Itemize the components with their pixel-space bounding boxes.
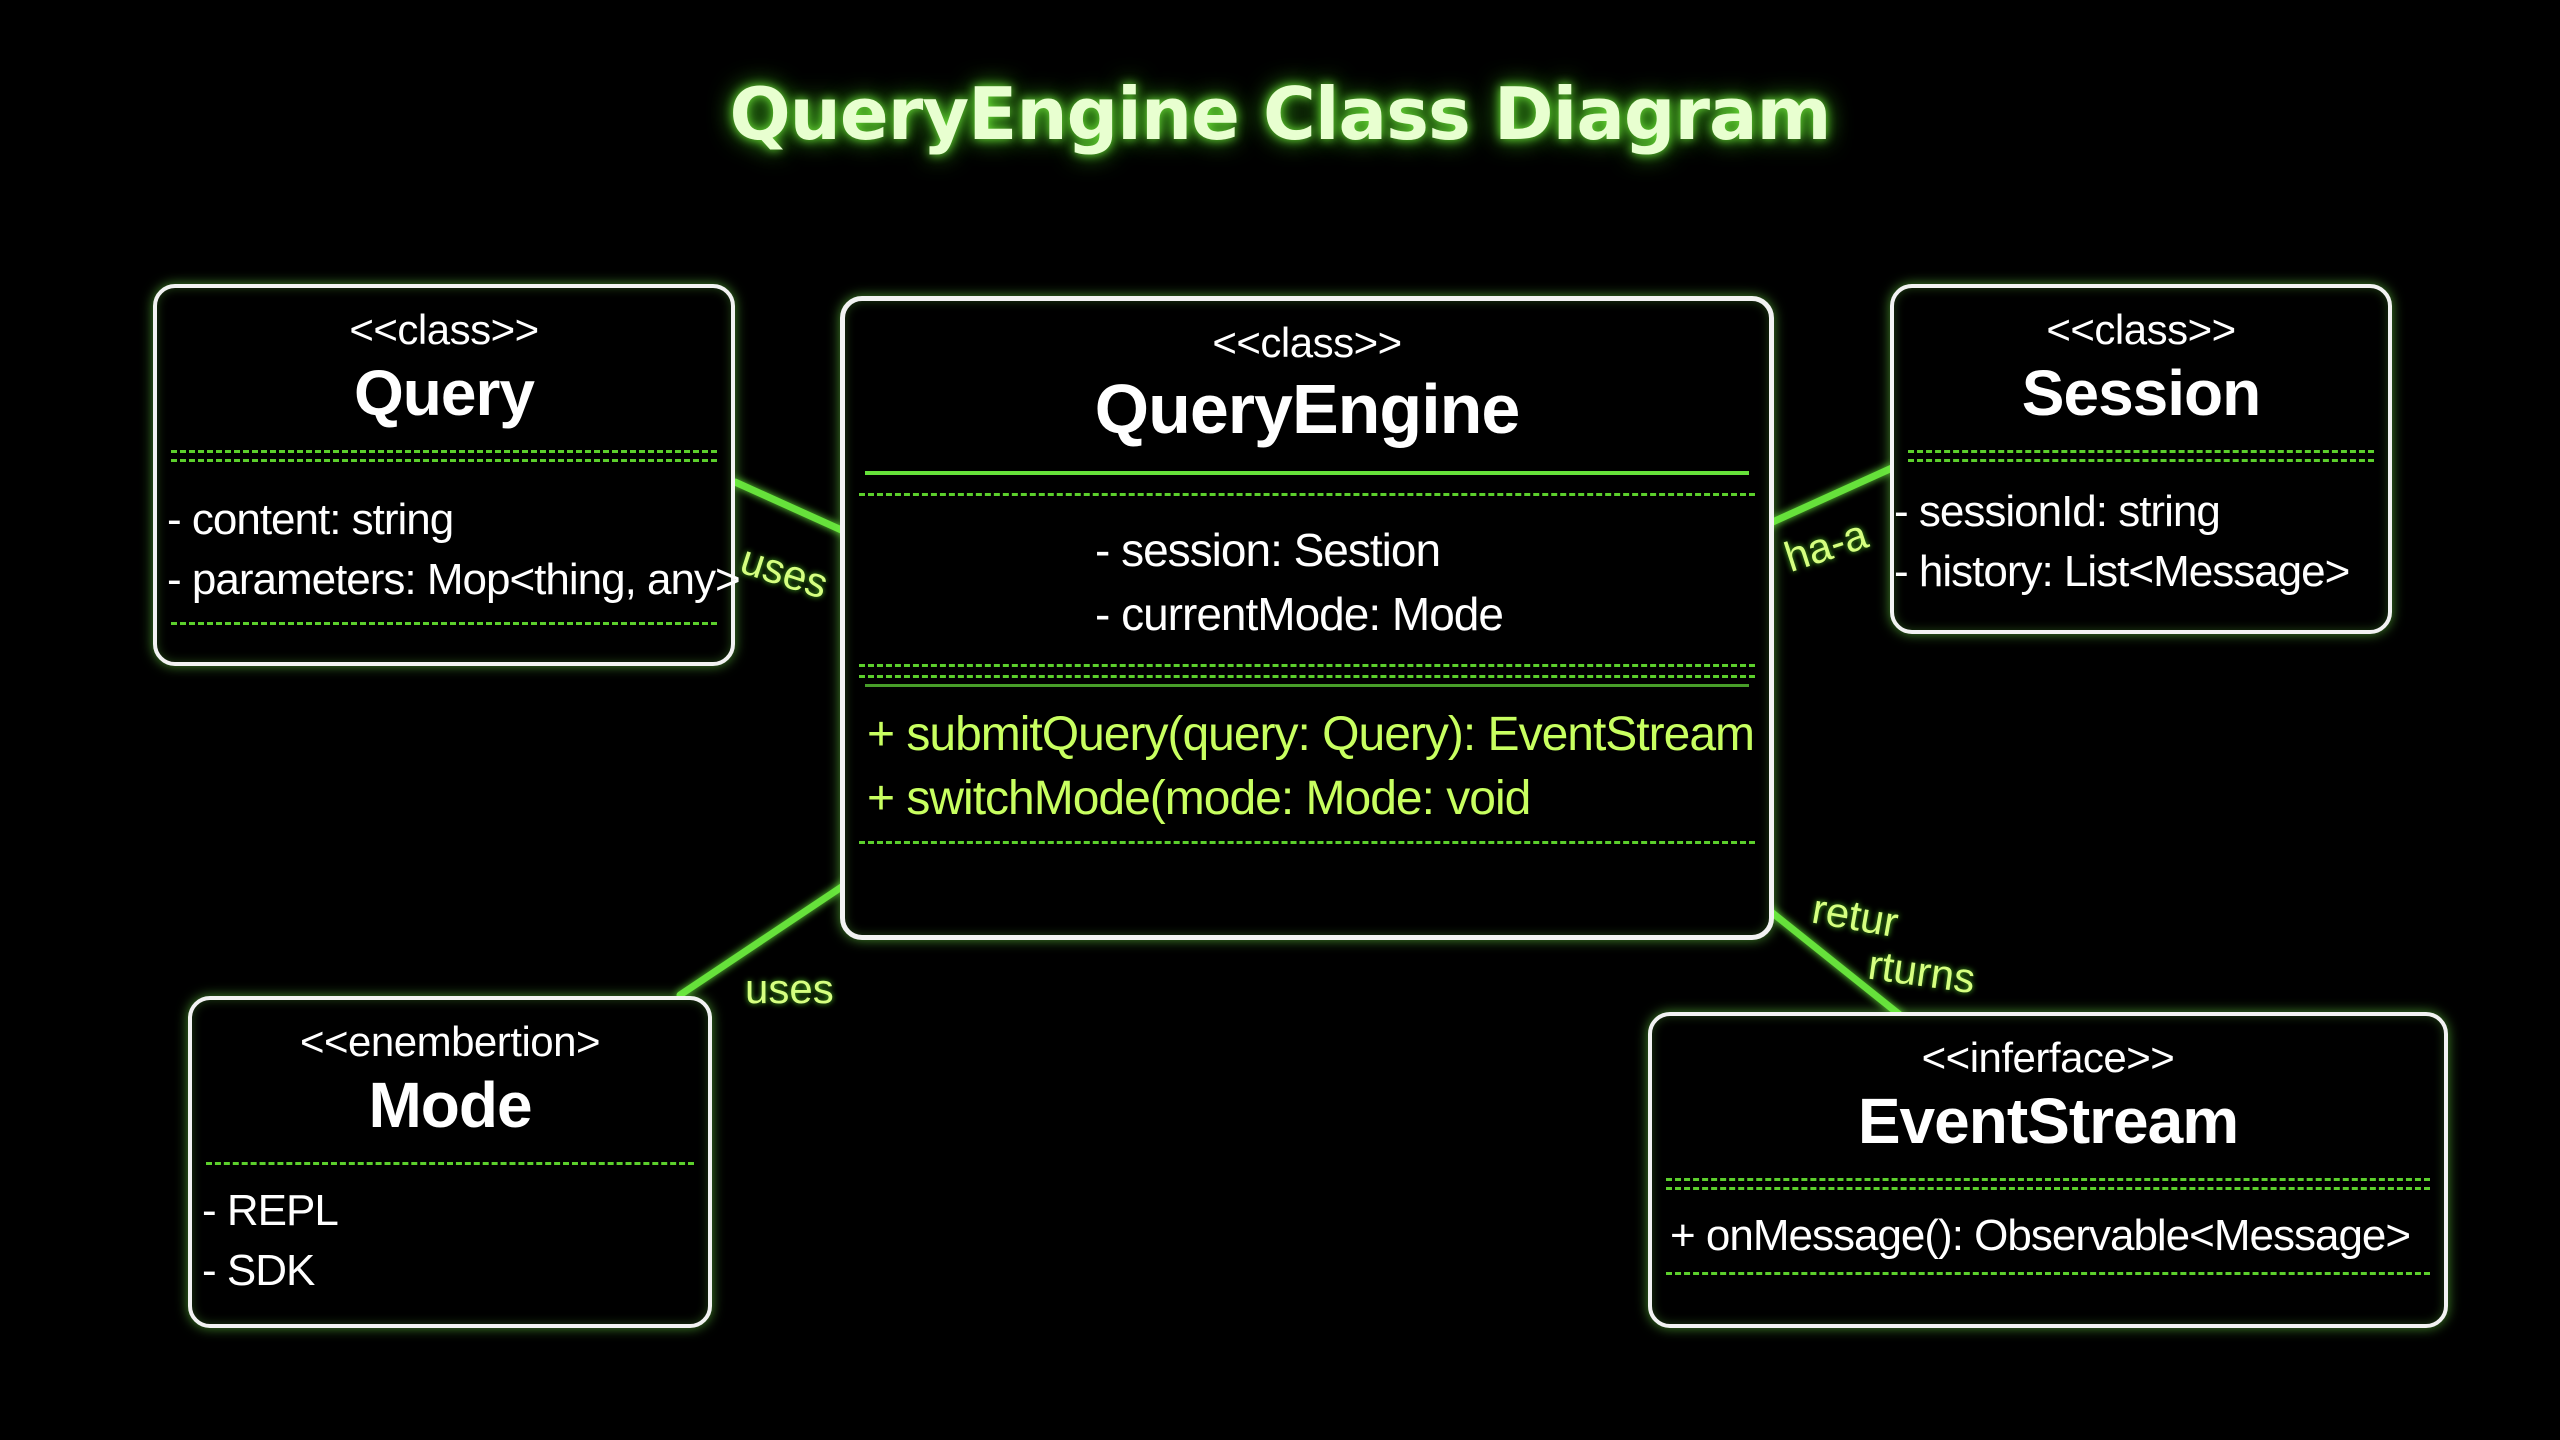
- interface-name: EventStream: [1857, 1085, 2239, 1157]
- method-submit-query: + submitQuery(query: Query): EventStream: [867, 708, 1755, 761]
- divider: [865, 684, 1749, 687]
- interface-event-stream[interactable]: <<inferface>> EventStream + onMessage():…: [1648, 1012, 2448, 1328]
- stereotype-label: <<enembertion>: [299, 1018, 601, 1065]
- divider: [171, 459, 717, 462]
- divider: [1908, 450, 2374, 453]
- session-has-line: [1751, 464, 1896, 534]
- enum-value-repl: - REPL: [202, 1186, 339, 1235]
- class-name: Session: [2021, 357, 2261, 429]
- divider: [1666, 1272, 2430, 1275]
- divider: [206, 1162, 694, 1165]
- divider: [1666, 1187, 2430, 1190]
- class-query[interactable]: <<class>> Query - content: string - para…: [153, 284, 741, 666]
- divider: [859, 675, 1755, 678]
- divider: [859, 664, 1755, 667]
- divider: [859, 493, 1755, 496]
- divider: [859, 841, 1755, 844]
- divider: [865, 471, 1749, 475]
- stereotype-label: <<class>>: [349, 306, 539, 353]
- method-switch-mode: + switchMode(mode: Mode: void: [867, 772, 1531, 825]
- divider: [171, 622, 717, 625]
- attribute-session-id: - sessionId: string: [1894, 487, 2221, 536]
- attribute-current-mode: - currentMode: Mode: [1095, 588, 1504, 640]
- attribute-session: - session: Sestion: [1095, 524, 1441, 576]
- enum-name: Mode: [368, 1069, 532, 1141]
- class-name: QueryEngine: [1094, 370, 1521, 448]
- stereotype-label: <<inferface>>: [1921, 1034, 2175, 1081]
- enum-mode[interactable]: <<enembertion> Mode - REPL - SDK: [188, 996, 712, 1328]
- returns-line: [1746, 891, 1904, 1019]
- relation-label-mode-uses: uses: [745, 965, 834, 1012]
- method-on-message: + onMessage(): Observable<Message>: [1670, 1211, 2411, 1260]
- diagram-title: QueryEngine Class Diagram: [729, 72, 1831, 156]
- class-query-engine[interactable]: <<class>> QueryEngine - session: Sestion…: [840, 296, 1774, 940]
- class-name: Query: [354, 357, 535, 429]
- attribute-content: - content: string: [167, 495, 454, 544]
- divider: [171, 450, 717, 453]
- class-session[interactable]: <<class>> Session - sessionId: string - …: [1890, 284, 2392, 634]
- divider: [1666, 1178, 2430, 1181]
- mode-uses-line: [676, 876, 856, 999]
- attribute-history: - history: List<Message>: [1894, 547, 2350, 596]
- divider: [1908, 459, 2374, 462]
- attribute-parameters: - parameters: Mop<thing, any>: [167, 555, 741, 604]
- enum-value-sdk: - SDK: [202, 1246, 315, 1295]
- stereotype-label: <<class>>: [2046, 306, 2236, 353]
- stereotype-label: <<class>>: [1212, 319, 1402, 366]
